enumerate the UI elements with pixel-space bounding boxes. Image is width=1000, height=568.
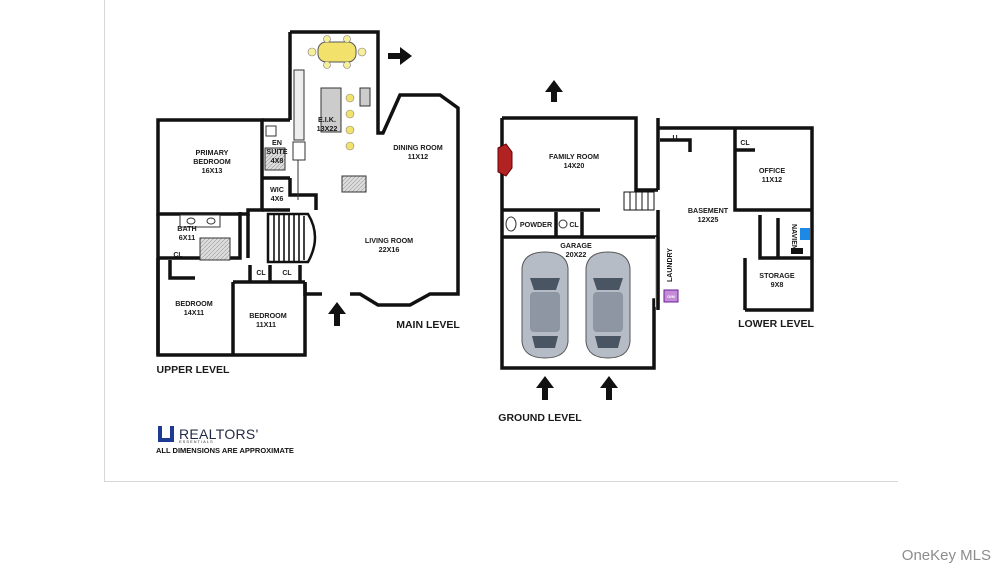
eik-name: E.I.K.	[318, 115, 336, 124]
laundry-name: LAUNDRY	[667, 248, 674, 282]
closet-hall-2: CL	[282, 270, 292, 277]
living-room-name: LIVING ROOM	[365, 236, 413, 245]
upper-fixtures	[179, 125, 286, 261]
car-left	[521, 251, 569, 359]
entry-arrows	[328, 47, 618, 400]
bedroom-right-name: BEDROOM	[249, 311, 287, 320]
closet-bath: CL	[173, 252, 183, 259]
kitchen-dining-table	[307, 35, 367, 151]
lower-level-label: LOWER LEVEL	[738, 318, 814, 330]
dimensions-disclaimer: ALL DIMENSIONS ARE APPROXIMATE	[156, 446, 294, 455]
garage-name: GARAGE	[560, 241, 592, 250]
storage-name: STORAGE	[759, 271, 795, 280]
primary-bedroom-name: PRIMARY	[196, 148, 229, 157]
closet-powder: CL	[569, 222, 579, 229]
upper-level-walls	[156, 118, 307, 357]
fireplace	[497, 143, 513, 177]
storage-dims: 9X8	[771, 280, 784, 289]
bath-name: BATH	[177, 224, 196, 233]
en-suite-name: EN	[272, 138, 282, 147]
wic-name: WIC	[270, 185, 284, 194]
lower-level-walls	[656, 118, 814, 312]
bedroom-left-name: BEDROOM	[175, 299, 213, 308]
living-room-dims: 22X16	[379, 245, 400, 254]
navien-name: NAVIEN	[790, 224, 797, 250]
closet-hall-1: CL	[256, 270, 266, 277]
gm-label: G/M	[667, 294, 675, 299]
navien-box	[791, 248, 803, 254]
garage-dims: 20X22	[566, 250, 587, 259]
office-dims: 11X12	[762, 175, 782, 184]
watermark-text: OneKey MLS	[901, 547, 991, 564]
bedroom-left-dims: 14X11	[184, 308, 204, 317]
brand-logo: REALTORS' ESSENTIALS	[156, 424, 259, 444]
primary-bedroom-dims: 16X13	[202, 166, 223, 175]
closet-office: CL	[740, 140, 750, 147]
upper-level-label: UPPER LEVEL	[157, 364, 231, 376]
powder-fixtures	[505, 216, 568, 232]
ground-level-walls	[500, 116, 658, 370]
powder-name: POWDER	[520, 220, 553, 229]
en-suite-dims: 4X8	[271, 156, 284, 165]
en-suite-name2: SUITE	[266, 147, 287, 156]
dining-room-name: DINING ROOM	[393, 143, 443, 152]
office-name: OFFICE	[759, 166, 786, 175]
brand-name: REALTORS'	[179, 426, 259, 442]
arrow-family-exit	[545, 80, 563, 102]
car-right	[585, 251, 631, 359]
brand-sub: ESSENTIALS	[179, 439, 214, 444]
arrow-main-entry	[328, 302, 346, 326]
arrow-garage-left	[536, 376, 554, 400]
bedroom-right-dims: 11X11	[256, 320, 276, 329]
garage-cars	[521, 251, 631, 359]
main-level-walls	[288, 30, 460, 307]
family-room-dims: 14X20	[564, 161, 585, 170]
dining-room-dims: 11X12	[408, 152, 428, 161]
arrow-garage-right	[600, 376, 618, 400]
kitchen-fixtures	[292, 69, 371, 200]
bath-dims: 6X11	[179, 233, 195, 242]
room-labels: E.I.K. 13X22 EN SUITE 4X8 PRIMARY BEDROO…	[157, 115, 815, 424]
family-room-name: FAMILY ROOM	[549, 152, 599, 161]
ground-stairs	[623, 191, 655, 211]
ground-level-label: GROUND LEVEL	[498, 412, 582, 424]
realtors-logo-icon	[158, 426, 174, 442]
basement-dims: 12X25	[698, 215, 719, 224]
staircase	[266, 212, 317, 264]
basement-name: BASEMENT	[688, 206, 729, 215]
wic-dims: 4X6	[271, 194, 284, 203]
water-heater	[800, 228, 810, 240]
eik-dims: 13X22	[317, 124, 338, 133]
arrow-kitchen-exit	[388, 47, 412, 65]
main-level-label: MAIN LEVEL	[396, 319, 460, 331]
primary-bedroom-name2: BEDROOM	[193, 157, 231, 166]
utility-label: U	[672, 135, 677, 142]
